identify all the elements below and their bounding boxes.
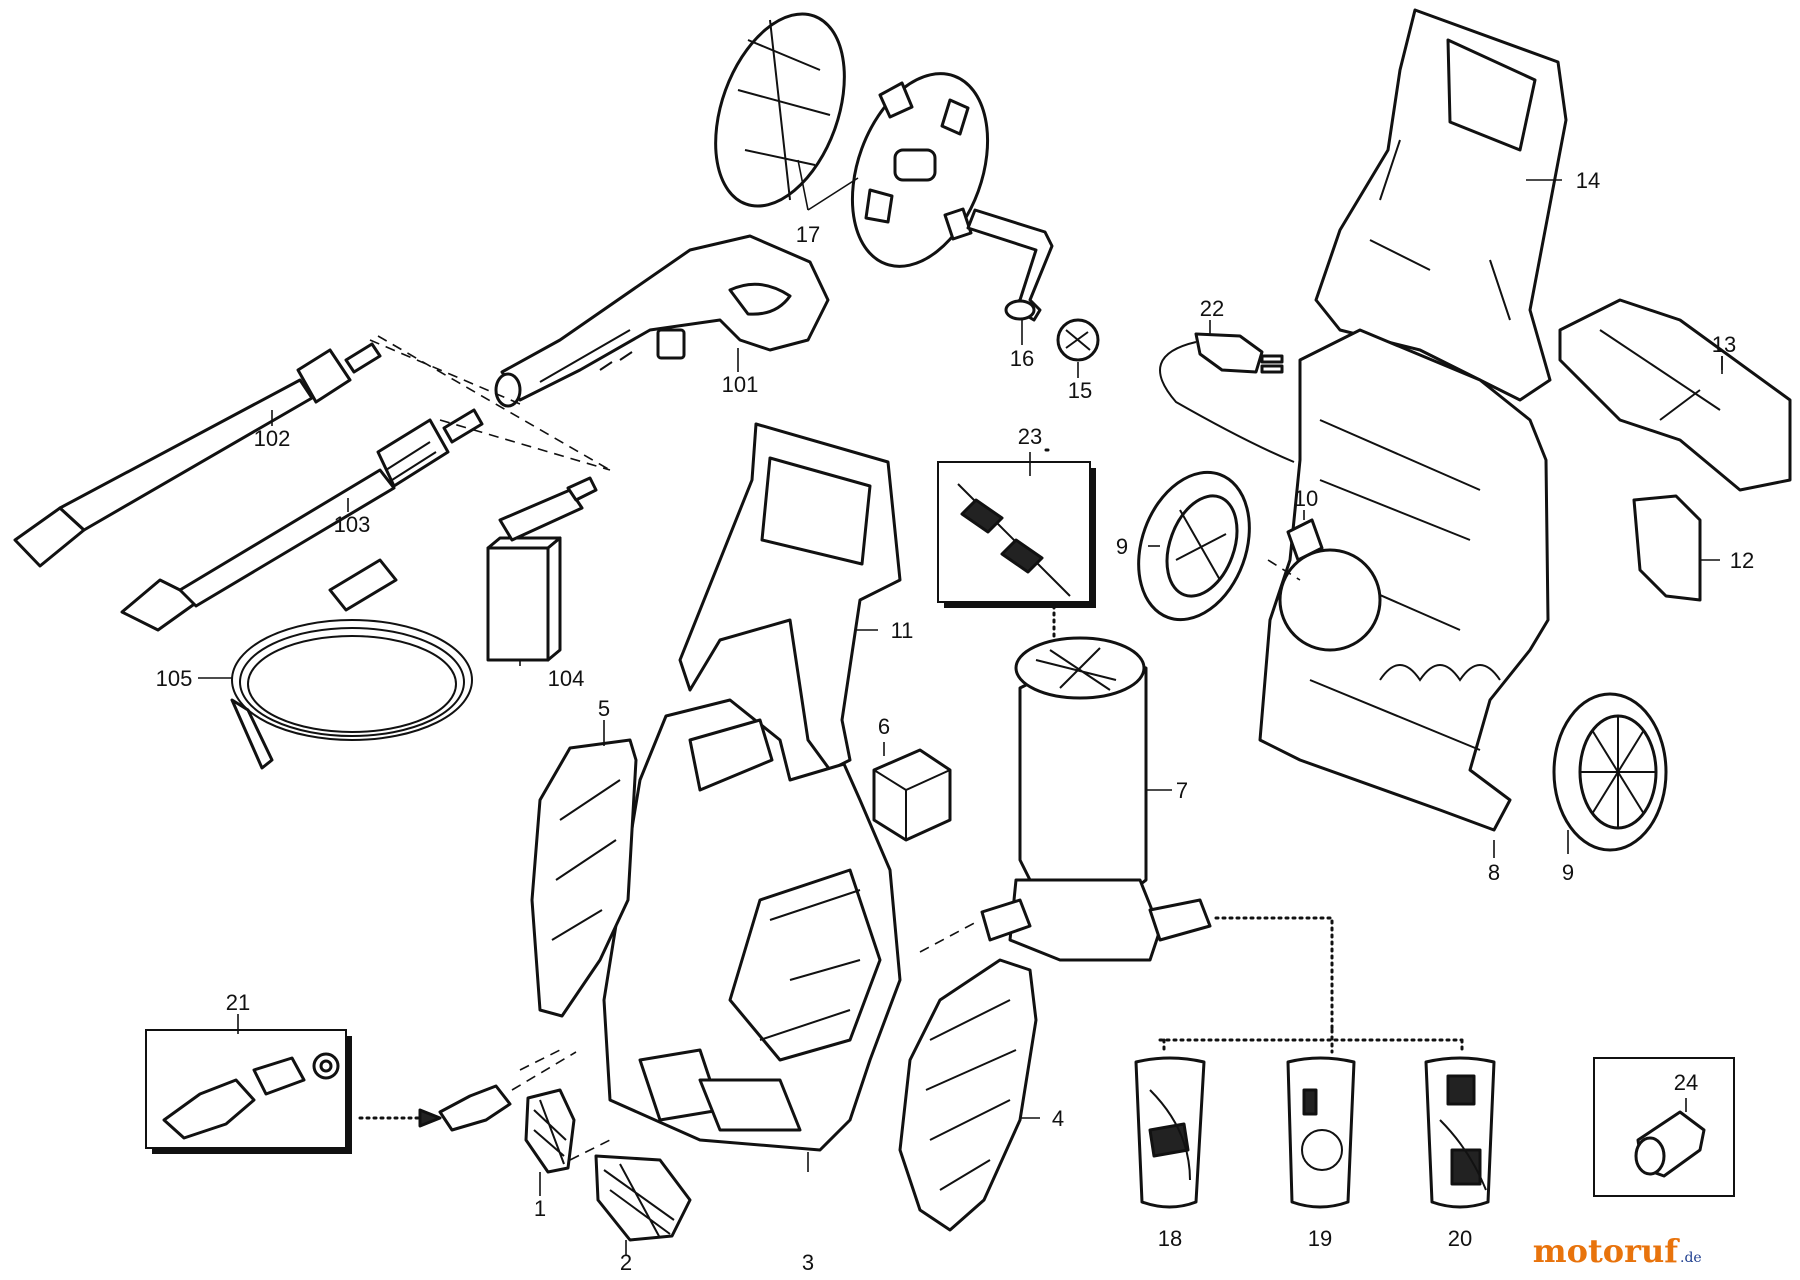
part-10-switch[interactable]	[1286, 510, 1324, 562]
part-21-water-inlet[interactable]	[145, 1014, 442, 1154]
callout-105: 105	[156, 666, 193, 691]
part-103-nozzle-lance[interactable]	[120, 408, 484, 632]
assembly-line	[511, 1051, 577, 1091]
callout-7: 7	[1176, 778, 1188, 803]
callout-24: 24	[1674, 1070, 1698, 1095]
callout-1: 1	[534, 1196, 546, 1221]
part-7-motor-pump[interactable]	[980, 636, 1334, 1032]
assembly-line	[919, 919, 981, 953]
callout-19: 19	[1308, 1226, 1332, 1251]
part-16-crank-handle[interactable]	[966, 208, 1054, 345]
part-9-wheel-left[interactable]	[1119, 457, 1301, 635]
assembly-line	[1267, 559, 1301, 581]
part-14-frame-handle[interactable]	[1314, 8, 1568, 402]
part-8-main-body[interactable]	[1258, 328, 1550, 858]
callout-23: 23	[1018, 424, 1042, 449]
callout-21: 21	[226, 990, 250, 1015]
assembly-line	[519, 1049, 611, 1161]
callout-9-left: 9	[1116, 534, 1128, 559]
part-6-capacitor[interactable]	[872, 742, 952, 842]
part-22-power-cord[interactable]	[1159, 320, 1295, 463]
part-9-wheel-right[interactable]	[1552, 692, 1668, 854]
callout-2: 2	[620, 1250, 632, 1275]
part-104-detergent-bottle[interactable]	[486, 476, 598, 666]
part-2-filter-cover[interactable]	[594, 1154, 692, 1256]
part-105-hose[interactable]	[198, 558, 473, 770]
callout-15: 15	[1068, 378, 1092, 403]
callout-104: 104	[548, 666, 585, 691]
kit-connector	[1158, 1028, 1464, 1054]
inlet-adapter[interactable]	[438, 1049, 611, 1161]
part-4-right-panel[interactable]	[898, 958, 1040, 1232]
part-17-hose-reel[interactable]	[691, 0, 1012, 285]
callout-102: 102	[254, 426, 291, 451]
callout-3: 3	[802, 1250, 814, 1275]
callout-18: 18	[1158, 1226, 1182, 1251]
part-19-kit[interactable]	[1286, 1056, 1356, 1209]
part-11-front-handle[interactable]	[678, 422, 902, 772]
callout-16: 16	[1010, 346, 1034, 371]
part-13-hose-holder[interactable]	[1558, 298, 1792, 492]
watermark-suffix: .de	[1680, 1250, 1702, 1266]
part-102-spray-lance[interactable]	[13, 342, 382, 568]
callout-9-right: 9	[1562, 860, 1574, 885]
callout-11: 11	[891, 618, 914, 643]
part-5-left-panel[interactable]	[530, 720, 638, 1018]
callout-12: 12	[1730, 548, 1754, 573]
part-23-carbon-brushes[interactable]	[937, 448, 1096, 654]
part-1-filter[interactable]	[524, 1088, 576, 1196]
callout-17: 17	[796, 222, 820, 247]
part-24-coupling[interactable]	[1593, 1057, 1735, 1197]
callout-6: 6	[878, 714, 890, 739]
callout-14: 14	[1576, 168, 1600, 193]
callout-13: 13	[1712, 332, 1736, 357]
callout-10: 10	[1294, 486, 1318, 511]
part-18-kit[interactable]	[1134, 1056, 1206, 1209]
part-20-kit[interactable]	[1424, 1056, 1496, 1209]
callout-22: 22	[1200, 296, 1224, 321]
part-101-trigger-gun[interactable]	[494, 234, 830, 408]
part-12-clip[interactable]	[1632, 494, 1720, 602]
callout-101: 101	[722, 372, 759, 397]
callout-103: 103	[334, 512, 371, 537]
callout-5: 5	[598, 696, 610, 721]
assembly-line	[369, 335, 611, 471]
callout-20: 20	[1448, 1226, 1472, 1251]
part-15-knob[interactable]	[1056, 318, 1100, 378]
watermark-logo: motoruf	[1533, 1232, 1680, 1270]
callout-8: 8	[1488, 860, 1500, 885]
callout-4: 4	[1052, 1106, 1064, 1131]
part-3-housing[interactable]	[602, 698, 981, 1172]
